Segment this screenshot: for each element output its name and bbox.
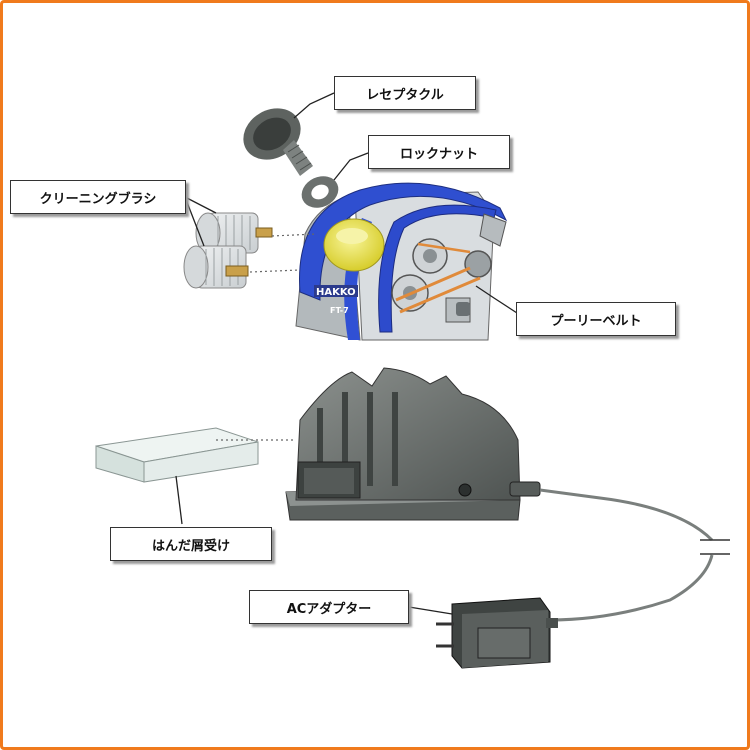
dotted-guides xyxy=(216,233,317,441)
callout-lock-nut: ロックナット xyxy=(368,135,510,169)
leader-lines xyxy=(175,92,518,615)
lock-nut-part xyxy=(301,176,339,208)
callout-ac-adapter: ACアダプター xyxy=(249,590,409,624)
callout-receptacle: レセプタクル xyxy=(334,76,476,110)
base-stand xyxy=(285,367,541,521)
callout-solder-tray: はんだ屑受け xyxy=(110,527,272,561)
cleaner-unit: HAKKO FT-7 xyxy=(295,182,508,341)
receptacle-part xyxy=(243,108,313,176)
cleaning-brush-part xyxy=(183,212,273,289)
callout-pulley-belt: プーリーベルト xyxy=(516,302,676,336)
brand-logo: HAKKO xyxy=(316,287,356,298)
ac-adapter-part xyxy=(436,597,558,669)
callout-cleaning-brush: クリーニングブラシ xyxy=(10,180,186,214)
power-cable xyxy=(539,488,730,622)
model-label: FT-7 xyxy=(330,306,349,315)
solder-tray-part xyxy=(95,427,259,483)
